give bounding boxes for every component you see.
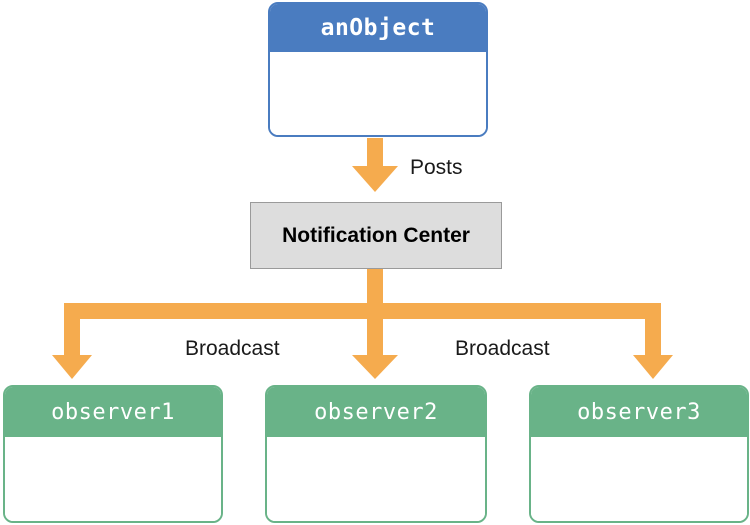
- node-observer1[interactable]: observer1: [3, 385, 223, 523]
- node-observer2-header: observer2: [267, 387, 485, 437]
- edge-label-broadcast-left: Broadcast: [185, 337, 280, 360]
- edge-label-posts: Posts: [410, 156, 463, 179]
- node-observer1-body: [5, 437, 221, 521]
- node-anobject-label: anObject: [320, 15, 436, 41]
- node-observer1-label: observer1: [51, 399, 175, 425]
- node-observer2-label: observer2: [314, 399, 438, 425]
- node-observer3-body: [531, 437, 747, 521]
- node-observer1-header: observer1: [5, 387, 221, 437]
- node-observer2[interactable]: observer2: [265, 385, 487, 523]
- node-anobject-body: [270, 52, 486, 135]
- node-observer2-body: [267, 437, 485, 521]
- node-notification-center[interactable]: Notification Center: [250, 202, 502, 269]
- arrow-broadcast-tree: [52, 268, 673, 379]
- edge-label-broadcast-right: Broadcast: [455, 337, 550, 360]
- node-anobject-header: anObject: [270, 4, 486, 52]
- node-notification-center-label: Notification Center: [282, 223, 470, 247]
- node-observer3[interactable]: observer3: [529, 385, 749, 523]
- arrow-posts: [352, 138, 398, 192]
- node-observer3-label: observer3: [577, 399, 701, 425]
- node-observer3-header: observer3: [531, 387, 747, 437]
- node-anobject[interactable]: anObject: [268, 2, 488, 137]
